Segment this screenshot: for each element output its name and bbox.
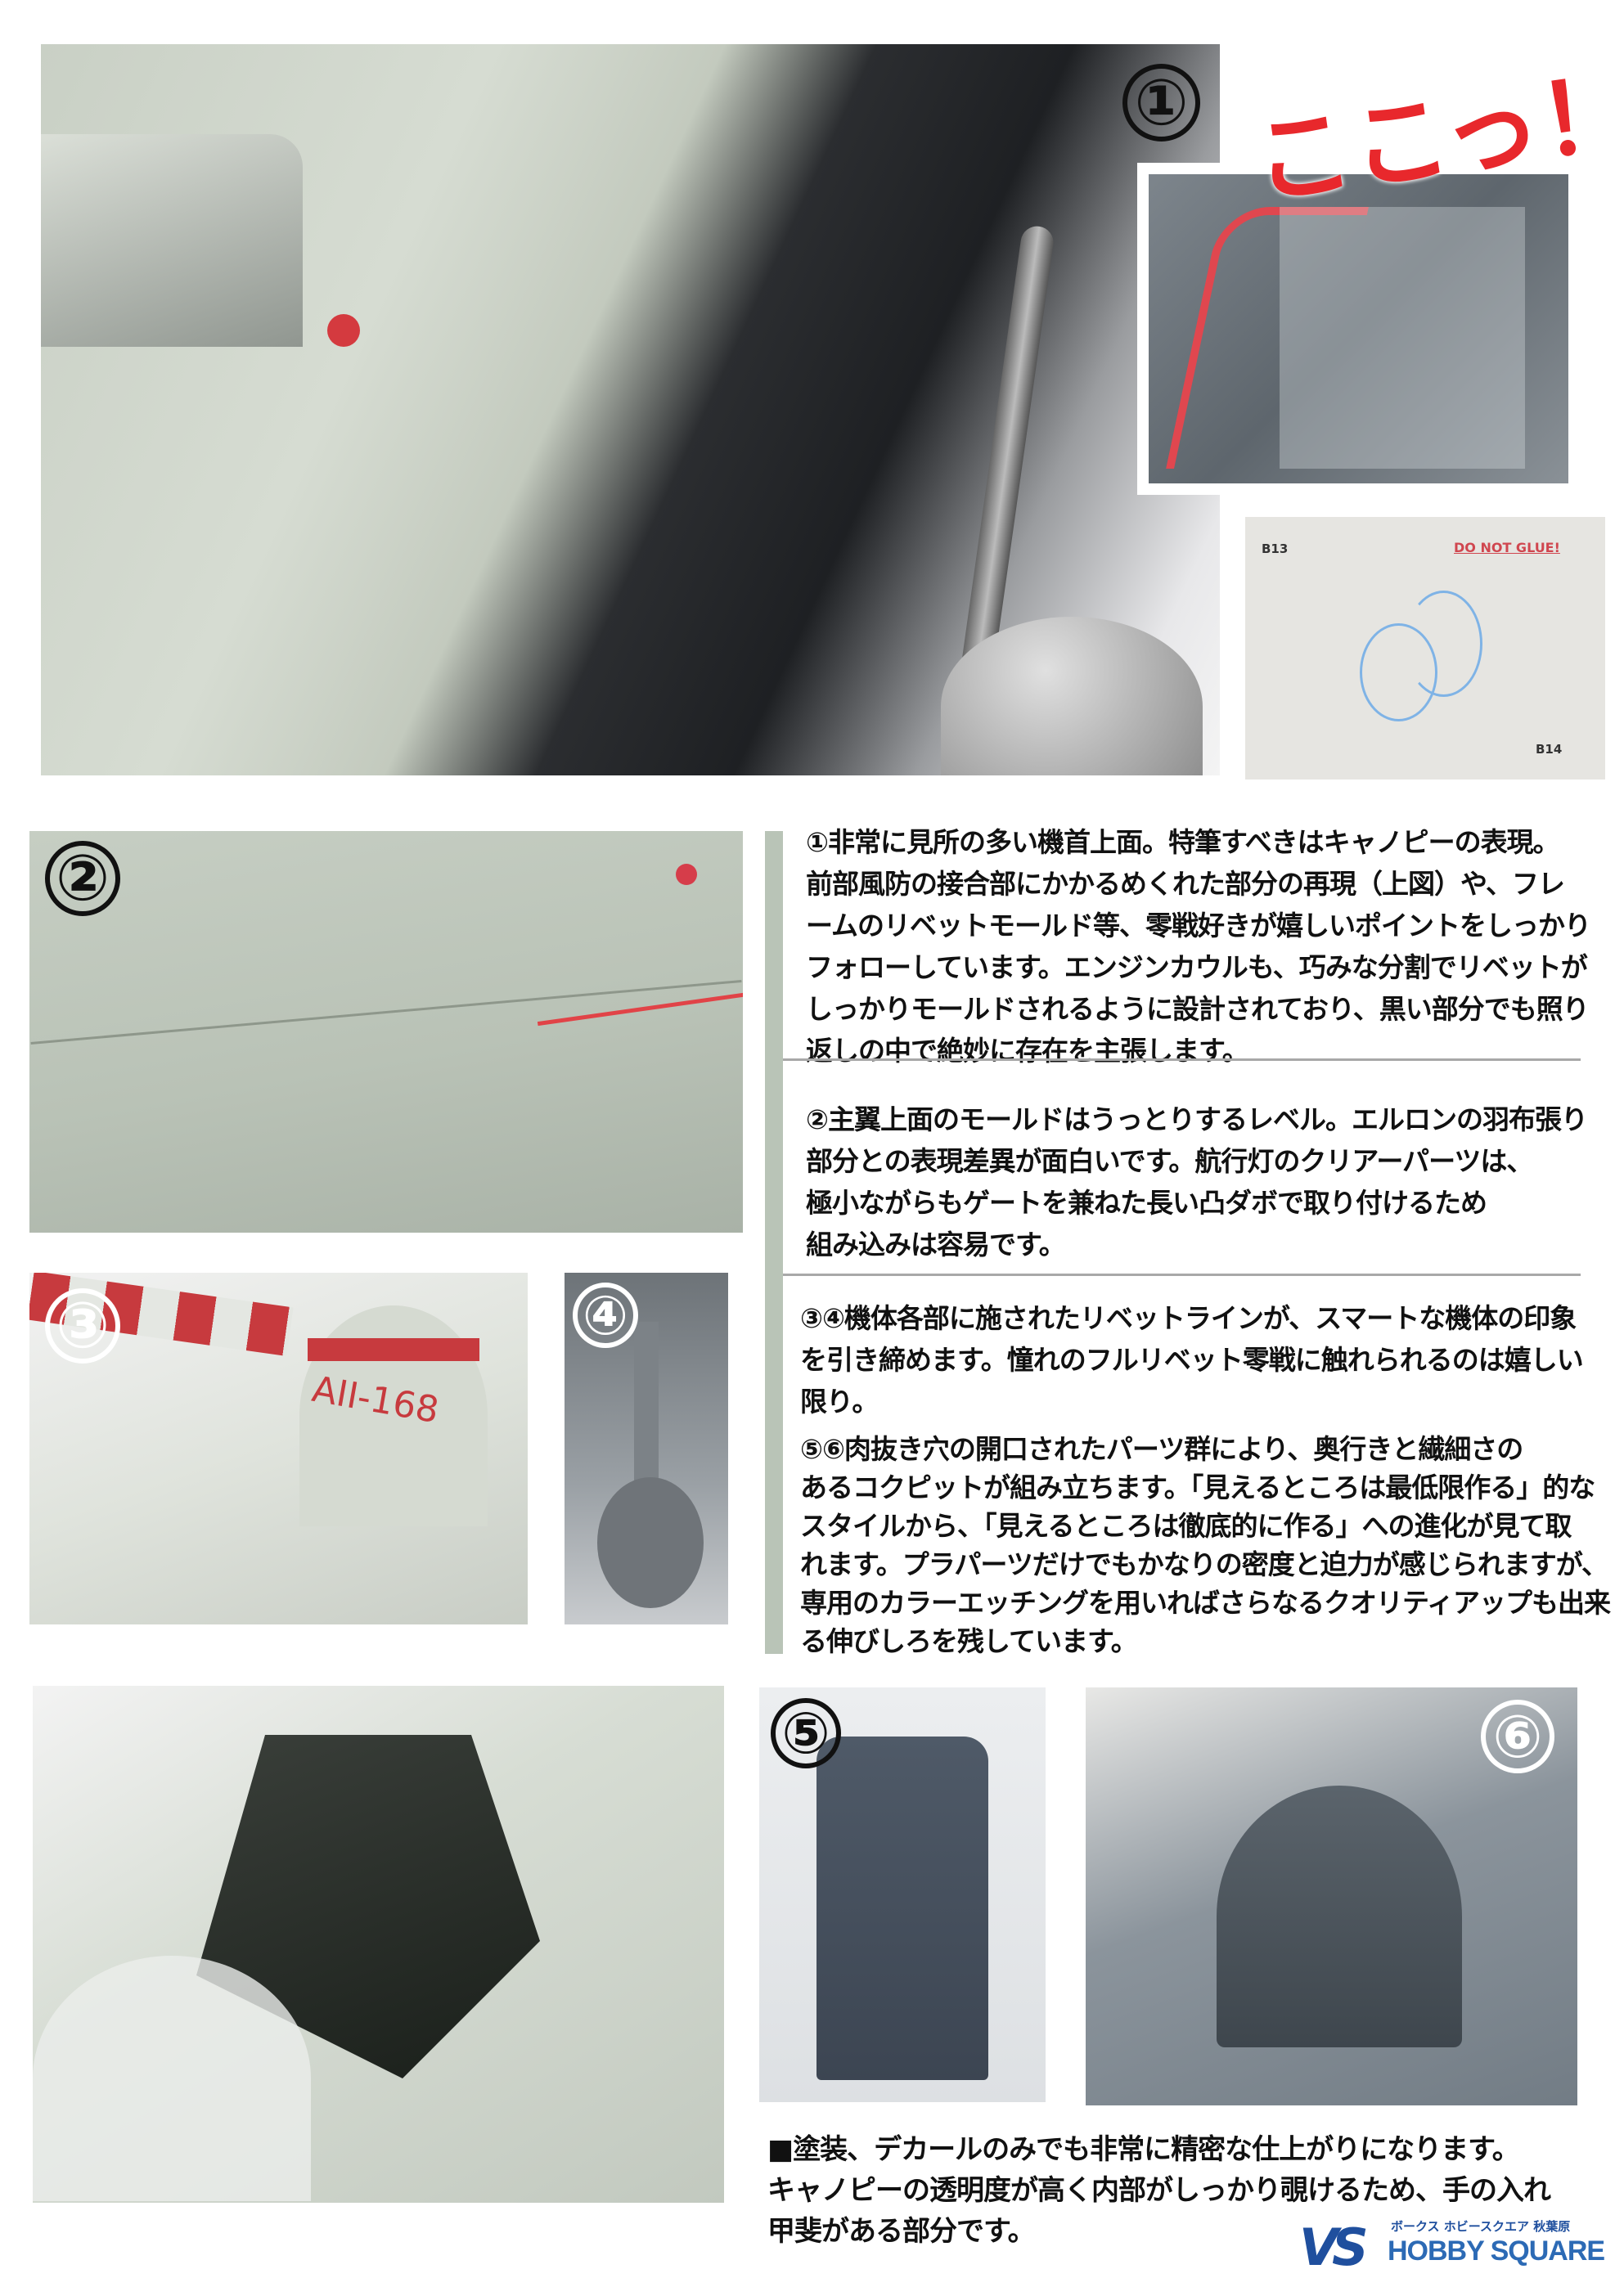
text-line: を引き締めます。憧れのフルリベット零戦に触れられるのは嬉しい xyxy=(800,1344,1584,1376)
text-line: 限り。 xyxy=(800,1386,879,1418)
text-line: 組み込みは容易です。 xyxy=(806,1229,1066,1260)
hobby-square-logo: VS ボークス ホビースクエア 秋葉原 HOBBY SQUARE xyxy=(1299,2217,1605,2283)
logo-subtitle: ボークス ホビースクエア 秋葉原 xyxy=(1391,2219,1571,2234)
photo-cockpit xyxy=(33,1686,724,2203)
marker-3: ③ xyxy=(45,1288,120,1364)
marker-2: ② xyxy=(45,841,120,916)
section-3-text: ③④機体各部に施されたリベットラインが、スマートな機体の印象 を引き締めます。憧… xyxy=(800,1297,1586,1422)
text-line: ①非常に見所の多い機首上面。特筆すべきはキャノピーの表現。 xyxy=(806,826,1560,858)
seat-part xyxy=(816,1737,988,2080)
part-label-b14: B14 xyxy=(1536,742,1563,757)
text-line: あるコクピットが組み立ちます。「見えるところは最低限作る」的な xyxy=(800,1472,1595,1503)
hinomaru-dot xyxy=(327,314,360,347)
canopy-frame xyxy=(41,134,303,347)
text-line: ■塗装、デカールのみでも非常に精密な仕上がりになります。 xyxy=(767,2133,1520,2166)
spinner xyxy=(941,617,1203,775)
canopy-closeup xyxy=(1149,174,1568,483)
text-line: ②主翼上面のモールドはうっとりするレベル。エルロンの羽布張り xyxy=(806,1103,1588,1135)
vertical-stabilizer: AII-168 xyxy=(299,1305,488,1526)
logo-wordmark: HOBBY SQUARE xyxy=(1388,2235,1605,2267)
canopy-glass xyxy=(33,1956,311,2201)
instruction-diagram: B13 DO NOT GLUE! B14 xyxy=(1245,517,1605,780)
text-line: 返しの中で絶妙に存在を主張します。 xyxy=(806,1035,1249,1067)
tail-code: AII-168 xyxy=(308,1368,443,1432)
footer-note: ■塗装、デカールのみでも非常に精密な仕上がりになります。 キャノピーの透明度が高… xyxy=(767,2129,1553,2252)
do-not-glue-warning: DO NOT GLUE! xyxy=(1454,540,1560,555)
photo-wing-top xyxy=(29,831,743,1233)
text-line: 極小ながらもゲートを兼ねた長い凸ダボで取り付けるため xyxy=(806,1187,1487,1219)
section-4-text: ⑤⑥肉抜き穴の開口されたパーツ群により、奥行きと繊細さの あるコクピットが組み立… xyxy=(800,1430,1611,1660)
text-line: 甲斐がある部分です。 xyxy=(767,2215,1036,2248)
text-line: 前部風防の接合部にかかるめくれた部分の再現（上図）や、フレ xyxy=(806,868,1565,900)
nav-light xyxy=(676,864,697,885)
text-line: 専用のカラーエッチングを用いればさらなるクオリティアップも出来 xyxy=(800,1587,1611,1619)
photo-seat-part xyxy=(759,1687,1046,2102)
marker-4: ④ xyxy=(573,1283,638,1348)
gear-wheel xyxy=(597,1477,704,1608)
text-line: スタイルから、「見えるところは徹底的に作る」への進化が見て取 xyxy=(800,1510,1572,1542)
text-line: 部分との表現差異が面白いです。航行灯のクリアーパーツは、 xyxy=(806,1145,1533,1177)
divider xyxy=(783,1058,1581,1061)
photo-nose-top xyxy=(41,44,1220,775)
cockpit-assembly xyxy=(1217,1786,1462,2047)
text-line: ⑤⑥肉抜き穴の開口されたパーツ群により、奥行きと繊細さの xyxy=(800,1433,1523,1465)
section-1-text: ①非常に見所の多い機首上面。特筆すべきはキャノピーの表現。 前部風防の接合部にか… xyxy=(806,821,1591,1072)
cowl-ring-rear xyxy=(1405,591,1482,697)
marker-1: ① xyxy=(1122,64,1200,142)
divider xyxy=(783,1274,1581,1276)
part-label-b13: B13 xyxy=(1262,541,1289,556)
text-line: フォローしています。エンジンカウルも、巧みな分割でリベットが xyxy=(806,951,1588,983)
marker-6: ⑥ xyxy=(1481,1700,1554,1773)
vs-logo-mark: VS xyxy=(1299,2217,1369,2277)
text-line: しっかりモールドされるように設計されており、黒い部分でも照り xyxy=(806,993,1590,1025)
panel-line xyxy=(30,980,742,1045)
marker-5: ⑤ xyxy=(771,1698,841,1768)
text-line: ームのリベットモールド等、零戦好きが嬉しいポイントをしっかり xyxy=(806,910,1591,941)
text-line: る伸びしろを残しています。 xyxy=(800,1625,1138,1657)
section-2-text: ②主翼上面のモールドはうっとりするレベル。エルロンの羽布張り 部分との表現差異が… xyxy=(806,1099,1591,1265)
text-line: れます。プラパーツだけでもかなりの密度と迫力が感じられますが、 xyxy=(800,1548,1608,1580)
text-accent-bar xyxy=(765,831,783,1654)
photo-canopy-inset xyxy=(1137,163,1580,495)
text-line: キャノピーの透明度が高く内部がしっかり覗けるため、手の入れ xyxy=(767,2174,1551,2207)
text-line: ③④機体各部に施されたリベットラインが、スマートな機体の印象 xyxy=(800,1302,1577,1334)
canopy-glass xyxy=(1280,207,1525,469)
